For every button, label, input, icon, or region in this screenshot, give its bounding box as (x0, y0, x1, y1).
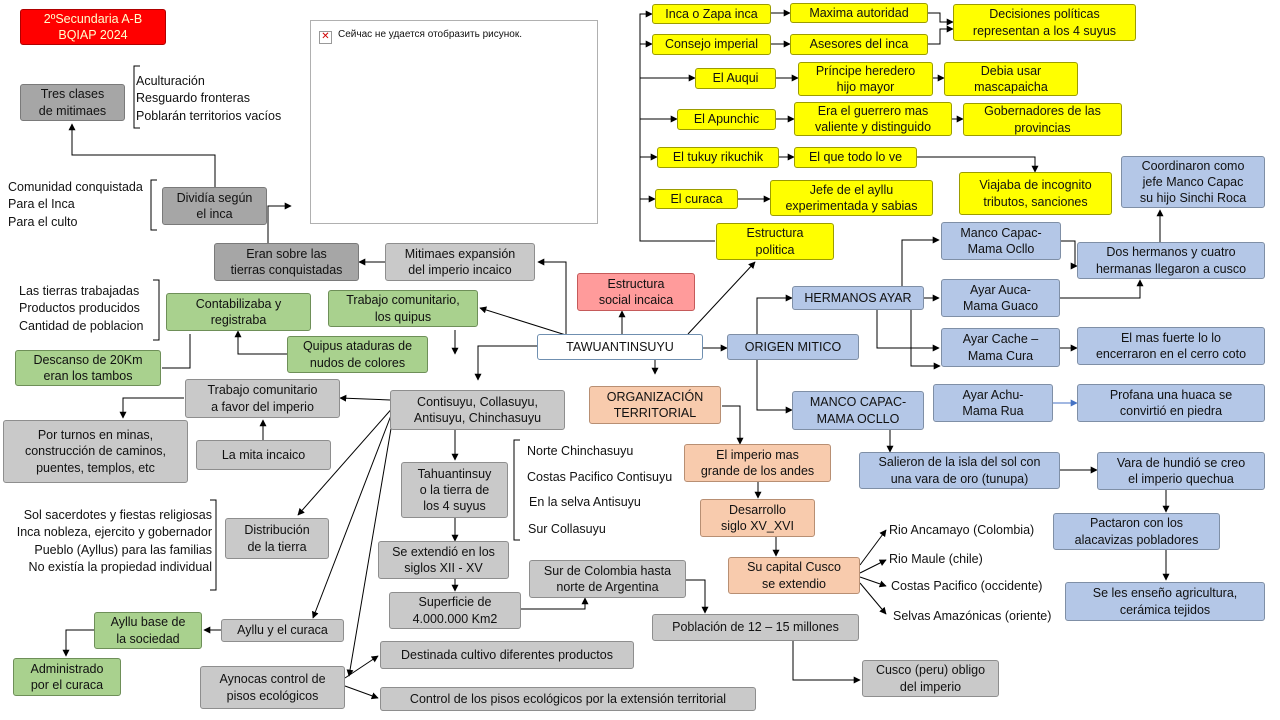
profana-huaca: Profana una huaca se convirtió en piedra (1077, 384, 1265, 422)
tawuantinsuyu-center: TAWUANTINSUYU (537, 334, 703, 360)
se-les-enseno: Se les enseño agricultura, cerámica teji… (1065, 582, 1265, 621)
tres-clases-list: Aculturación Resguardo fronteras Poblará… (136, 74, 282, 123)
mita-incaico: La mita incaico (196, 440, 331, 470)
el-apunchic: El Apunchic (677, 109, 776, 130)
descanso-tambos: Descanso de 20Km eran los tambos (15, 350, 161, 386)
manco-capac-mama-ocllo-hermano: Manco Capac- Mama Ocllo (941, 222, 1061, 260)
manco-capac-mama-ocllo: MANCO CAPAC- MAMA OCLLO (792, 391, 924, 430)
tres-clases-mitimaes: Tres clases de mitimaes (20, 84, 125, 121)
consejo-imperial: Consejo imperial (652, 34, 771, 55)
administrado-curaca: Administrado por el curaca (13, 658, 121, 696)
image-placeholder: ✕ Сейчас не удается отобразить рисунок. (310, 20, 598, 224)
imperio-mas-grande: El imperio mas grande de los andes (684, 444, 831, 482)
ayar-cache: Ayar Cache – Mama Cura (941, 328, 1060, 367)
ayllu-y-curaca: Ayllu y el curaca (221, 619, 344, 642)
cusco-obligo: Cusco (peru) obligo del imperio (862, 660, 999, 697)
broken-image-icon: ✕ (319, 31, 332, 44)
suyu-sur: Sur Collasuyu (528, 522, 606, 536)
destinada-cultivo: Destinada cultivo diferentes productos (380, 641, 634, 669)
poblacion: Población de 12 – 15 millones (652, 614, 859, 641)
el-que-todo-lo-ve: El que todo lo ve (794, 147, 917, 168)
viajaba-de-incognito: Viajaba de incognito tributos, sanciones (959, 172, 1112, 215)
capital-cusco: Su capital Cusco se extendio (728, 557, 860, 594)
contabilizaba-registraba: Contabilizaba y registraba (166, 293, 311, 331)
quipus-ataduras: Quipus ataduras de nudos de colores (287, 336, 428, 373)
suyus-names: Contisuyu, Collasuyu, Antisuyu, Chinchas… (390, 390, 565, 430)
el-tukuy-rikuchik: El tukuy rikuchik (657, 147, 779, 168)
distribucion-list: Sol sacerdotes y fiestas religiosas Inca… (16, 508, 212, 574)
suyu-norte: Norte Chinchasuyu (527, 444, 634, 458)
vara-se-hundio: Vara de hundió se creo el imperio quechu… (1097, 452, 1265, 490)
class-badge: 2ºSecundaria A-B BQIAP 2024 (20, 9, 166, 45)
suyu-costas: Costas Pacifico Contisuyu (527, 470, 673, 484)
aynocas-control: Aynocas control de pisos ecológicos (200, 666, 345, 709)
superficie: Superficie de 4.000.000 Km2 (389, 592, 521, 629)
guerrero-valiente: Era el guerrero mas valiente y distingui… (794, 102, 952, 136)
image-placeholder-message: Сейчас не удается отобразить рисунок. (338, 29, 522, 40)
pactaron-alacavizas: Pactaron con los alacavizas pobladores (1053, 513, 1220, 550)
ayar-achu: Ayar Achu- Mama Rua (933, 384, 1053, 422)
mitimaes-expansion: Mitimaes expansión del imperio incaico (385, 243, 535, 281)
debia-usar-mascapaicha: Debia usar mascapaicha (944, 62, 1078, 96)
el-curaca: El curaca (655, 189, 738, 209)
salieron-isla-del-sol: Salieron de la isla del sol con una vara… (859, 452, 1060, 489)
dividia-segun-inca: Dividía según el inca (162, 187, 267, 225)
estructura-politica: Estructura politica (716, 223, 834, 260)
sur-colombia-norte-argentina: Sur de Colombia hasta norte de Argentina (529, 560, 686, 598)
direccion-ancamayo: Rio Ancamayo (Colombia) (889, 523, 1035, 537)
ayllu-base: Ayllu base de la sociedad (94, 612, 202, 649)
estructura-social-incaica: Estructura social incaica (577, 273, 695, 311)
eran-sobre-tierras: Eran sobre las tierras conquistadas (214, 243, 359, 281)
asesores-del-inca: Asesores del inca (790, 34, 928, 55)
tierra-4-suyus: Tahuantinsuy o la tierra de los 4 suyus (401, 462, 508, 518)
desarrollo-siglo: Desarrollo siglo XV_XVI (700, 499, 815, 537)
organizacion-territorial: ORGANIZACIÓN TERRITORIAL (589, 386, 721, 424)
trabajo-comunitario-imperio: Trabajo comunitario a favor del imperio (185, 379, 340, 418)
control-pisos: Control de los pisos ecológicos por la e… (380, 687, 756, 711)
por-turnos-minas: Por turnos en minas, construcción de cam… (3, 420, 188, 483)
distribucion-tierra: Distribución de la tierra (225, 518, 329, 559)
trabajo-comunitario-quipus: Trabajo comunitario, los quipus (328, 290, 478, 327)
hermanos-ayar: HERMANOS AYAR (792, 286, 924, 310)
el-auqui: El Auqui (695, 68, 776, 89)
principe-heredero: Príncipe heredero hijo mayor (798, 62, 933, 96)
jefe-del-ayllu: Jefe de el ayllu experimentada y sabias (770, 180, 933, 216)
direccion-costas: Costas Pacifico (occidente) (891, 579, 1043, 593)
maxima-autoridad: Maxima autoridad (790, 3, 928, 23)
coordinaron-jefe: Coordinaron como jefe Manco Capac su hij… (1121, 156, 1265, 208)
direccion-selvas: Selvas Amazónicas (oriente) (893, 609, 1052, 623)
el-mas-fuerte: El mas fuerte lo lo encerraron en el cer… (1077, 327, 1265, 365)
se-extendio-siglos: Se extendió en los siglos XII - XV (378, 541, 509, 579)
gobernadores-provincias: Gobernadores de las provincias (963, 103, 1122, 136)
suyu-selva: En la selva Antisuyu (529, 495, 641, 509)
contabilizaba-list: Las tierras trabajadas Productos produci… (19, 284, 144, 333)
ayar-auca: Ayar Auca- Mama Guaco (941, 279, 1060, 317)
dividia-list: Comunidad conquistada Para el Inca Para … (8, 180, 143, 229)
dos-hermanos: Dos hermanos y cuatro hermanas llegaron … (1077, 242, 1265, 279)
inca-zapa-inca: Inca o Zapa inca (652, 4, 771, 24)
direccion-maule: Rio Maule (chile) (889, 552, 983, 566)
decisiones-politicas: Decisiones políticas representan a los 4… (953, 4, 1136, 41)
origen-mitico: ORIGEN MITICO (727, 334, 859, 360)
